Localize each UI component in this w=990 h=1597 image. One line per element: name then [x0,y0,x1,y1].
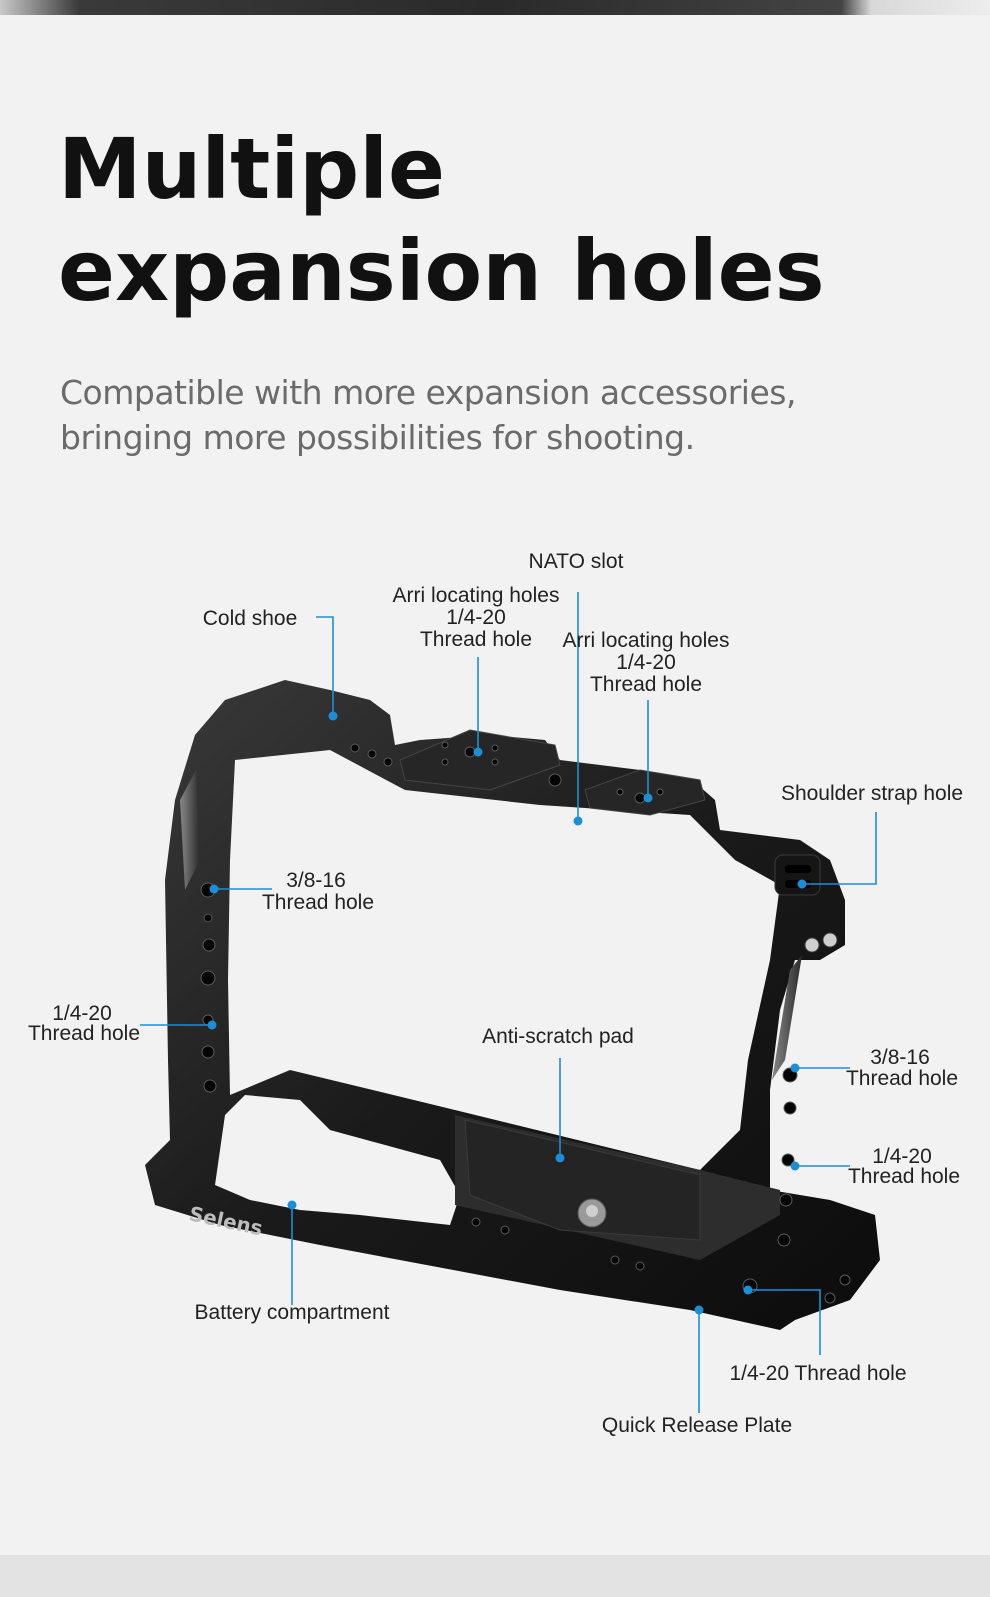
label-left-38-1: 3/8-16 [286,869,346,892]
callout-lines [140,592,877,1413]
callout-dots [207,711,807,1315]
label-left-14-1: 1/4-20 [52,1002,112,1025]
label-right-14-2: Thread hole [848,1165,960,1188]
label-quick-release: Quick Release Plate [602,1414,792,1437]
cage-window [228,750,780,1170]
page-title: Multiple expansion holes [58,118,825,322]
label-arri-left-2: 1/4-20 [446,606,506,629]
label-arri-left-1: Arri locating holes [393,584,560,607]
label-nato-slot: NATO slot [529,550,624,573]
camera-cage-diagram: Selens NATO slot Arri locating hole [28,550,963,1437]
callout-labels: NATO slot Arri locating holes 1/4-20 Thr… [28,550,963,1437]
label-left-38-2: Thread hole [262,891,374,914]
label-arri-right-1: Arri locating holes [563,629,730,652]
label-arri-right-3: Thread hole [590,673,702,696]
label-battery: Battery compartment [195,1301,390,1324]
label-cold-shoe: Cold shoe [203,607,298,630]
label-arri-right-2: 1/4-20 [616,651,676,674]
bottom-divider-bar [0,1555,990,1597]
battery-cutout [215,1095,460,1225]
page-subtitle: Compatible with more expansion accessori… [60,370,796,460]
label-right-38-2: Thread hole [846,1067,958,1090]
label-right-38-1: 3/8-16 [870,1046,930,1069]
label-right-14-1: 1/4-20 [872,1145,932,1168]
subtitle-line-1: Compatible with more expansion accessori… [60,373,796,412]
label-arri-left-3: Thread hole [420,628,532,651]
anti-scratch-pad-surface [464,1119,701,1241]
label-left-14-2: Thread hole [28,1022,140,1045]
camera-cage: Selens [145,680,880,1330]
label-anti-scratch: Anti-scratch pad [482,1025,634,1048]
subtitle-line-2: bringing more possibilities for shooting… [60,418,695,457]
label-shoulder-strap: Shoulder strap hole [781,782,963,805]
title-line-1: Multiple [58,120,446,218]
label-bottom-thread: 1/4-20 Thread hole [729,1362,906,1385]
top-image-strip [0,0,990,15]
thread-holes [200,741,851,1304]
title-line-2: expansion holes [58,222,825,320]
